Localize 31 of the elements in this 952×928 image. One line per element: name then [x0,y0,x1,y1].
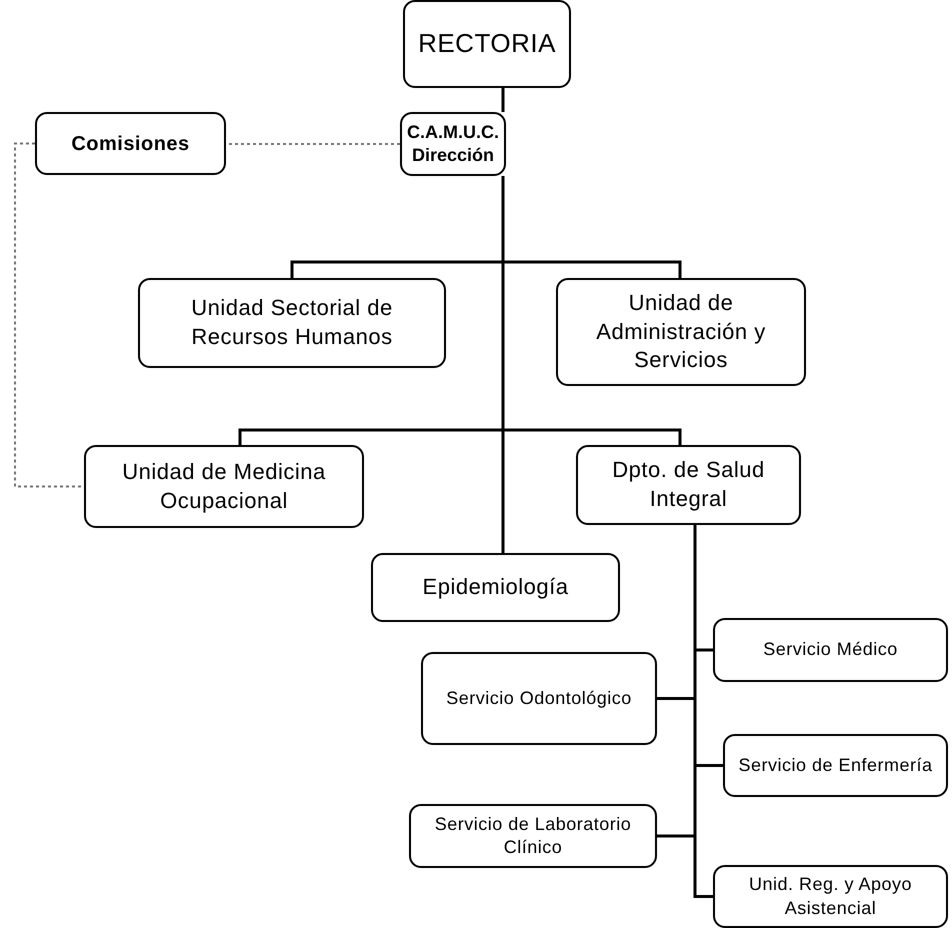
org-unit-box [421,652,657,745]
org-unit-box [371,553,620,622]
org-unit-box [138,278,446,368]
unit-name: Unidad de Administración y Servicios [595,289,767,374]
unit-name: Dpto. de Salud Integral [611,456,766,513]
org-unit-box [713,865,948,928]
org-unit-box [556,278,806,386]
org-unit-box [84,445,364,528]
unit-name: Servicio Odontológico [446,686,632,710]
org-unit-box [35,112,226,175]
connector-line [502,176,504,553]
connector-line [502,88,504,112]
org-unit-box [400,112,506,176]
unit-name: Servicio de Laboratorio Clínico [434,812,632,859]
unit-name: Comisiones [71,132,190,156]
unit-name: Epidemiología [422,573,568,602]
org-unit-box [713,618,948,682]
unit-name: Servicio de Enfermería [738,754,933,777]
unit-name: Unidad de Medicina Ocupacional [121,458,327,515]
unit-name: C.A.M.U.C. Dirección [406,120,500,167]
unit-name: Unidad Sectorial de Recursos Humanos [190,294,394,351]
org-unit-box [723,734,948,797]
org-unit-box [403,0,571,88]
dotted-connector [226,143,400,145]
unit-name: RECTORIA [418,27,556,60]
unit-name: Unid. Reg. y Apoyo Asistencial [748,873,914,920]
org-unit-box [409,804,657,868]
org-unit-box [576,445,801,525]
unit-name: Servicio Médico [763,638,898,662]
dotted-connector [14,142,84,488]
connector-line [694,525,713,898]
